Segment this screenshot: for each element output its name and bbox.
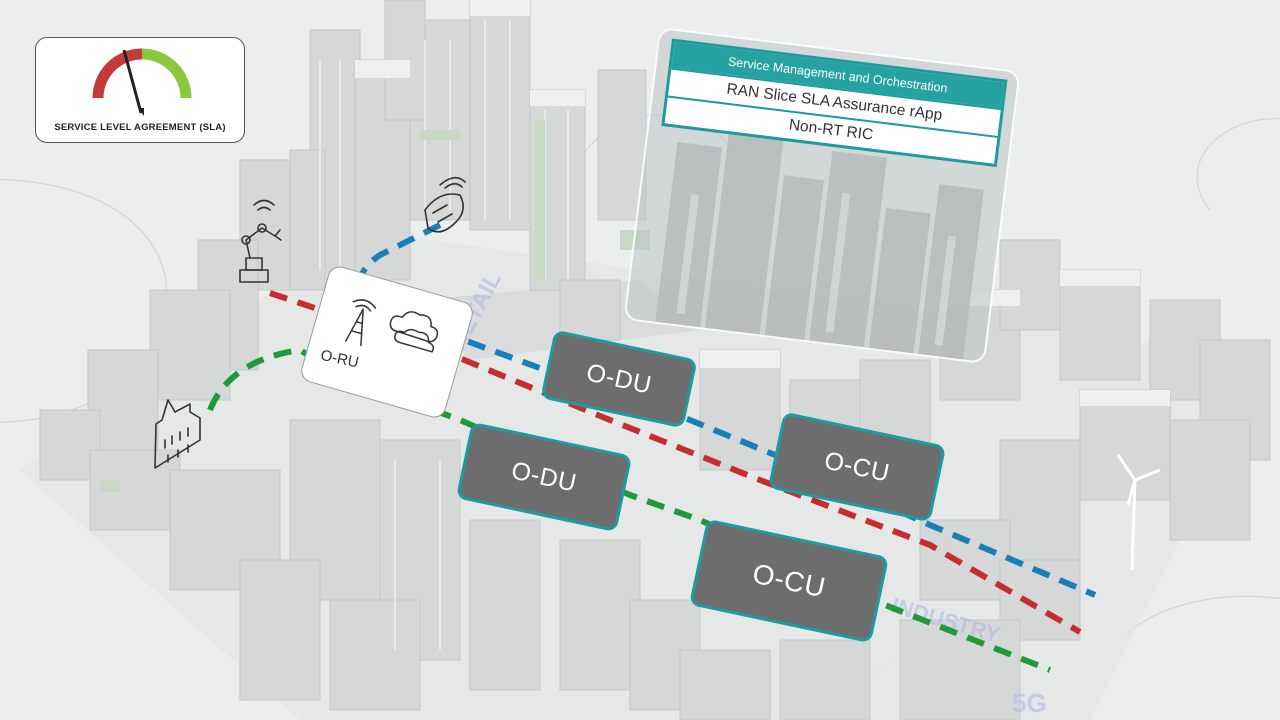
vr-headset-icon: [424, 176, 466, 233]
robot-arm-icon: [239, 199, 282, 283]
cloud-icon: [389, 311, 439, 353]
cell-tower-icon: [344, 299, 377, 347]
sla-title: SERVICE LEVEL AGREEMENT (SLA): [54, 122, 226, 133]
gauge-icon: [92, 48, 192, 116]
factory-icon: [154, 399, 201, 469]
slice-blue-path: [357, 222, 1097, 598]
panel-city-backdrop: [654, 128, 984, 364]
sla-card: SERVICE LEVEL AGREEMENT (SLA): [35, 37, 245, 143]
wind-turbine-icon: [1116, 454, 1161, 571]
oru-card: O-RU: [298, 263, 476, 421]
five-g-label: 5G: [1012, 688, 1047, 718]
smo-panel: Service Management and Orchestration RAN…: [623, 26, 1021, 365]
